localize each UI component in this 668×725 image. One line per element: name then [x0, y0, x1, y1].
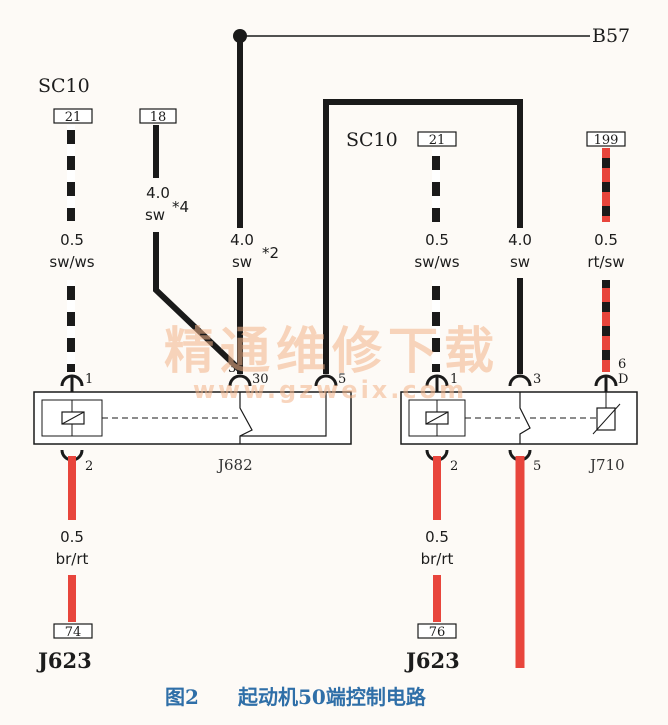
wire-3-color: sw: [232, 253, 252, 271]
wire-7-color: br/rt: [56, 550, 89, 568]
wire-2-size: 4.0: [146, 184, 170, 202]
j682-coil: [61, 411, 85, 425]
wire-8-color: br/rt: [421, 550, 454, 568]
j710-pin1: 1: [450, 372, 458, 387]
wire-2-color: sw: [145, 206, 165, 224]
connector-21-right: [417, 131, 457, 147]
j682-pin5: 5: [338, 372, 346, 387]
connector-21-left: [53, 108, 93, 124]
wire-6-lower: [602, 280, 610, 372]
connector-199-text: 199: [594, 133, 619, 148]
connector-18: [139, 108, 177, 124]
j623-left-label: J623: [36, 648, 92, 673]
j710-pin3: 3: [533, 372, 541, 387]
wire-4-lower: [432, 280, 440, 372]
connector-21-left-text: 21: [65, 110, 82, 125]
connector-21-right-text: 21: [429, 133, 446, 148]
j710-pin2: 2: [450, 459, 458, 474]
wire-4-size: 0.5: [425, 231, 449, 249]
wire-7-size: 0.5: [60, 528, 84, 546]
j710-pinD: D: [618, 372, 628, 387]
j682-switch: [239, 392, 253, 444]
wire-1-color: sw/ws: [49, 253, 94, 271]
wire-4-upper: [432, 148, 440, 222]
wire-1-upper: [67, 125, 75, 221]
sc10-left-label: SC10: [38, 75, 90, 97]
b57-label: B57: [592, 25, 630, 47]
j710-coil-slash: [425, 411, 449, 425]
j710-switch: [519, 392, 531, 444]
connector-76-text: 76: [429, 625, 446, 640]
connector-199: [586, 131, 626, 147]
wire-1-size: 0.5: [60, 231, 84, 249]
wire-3-size: 4.0: [230, 231, 254, 249]
wire-2-note: *4: [172, 198, 189, 216]
wire-4-color: sw/ws: [414, 253, 459, 271]
j710-label: J710: [588, 456, 625, 474]
wire-2-lower: [153, 232, 243, 373]
caption-fig: 图2: [165, 685, 199, 709]
wire-5-color: sw: [510, 253, 530, 271]
j682-pin3: 3: [228, 361, 236, 376]
watermark-url: www.gzweix.com: [193, 376, 467, 404]
watermark-main: 精通维修下载: [164, 322, 500, 380]
wire-6-size: 0.5: [594, 231, 618, 249]
j682-pin1: 1: [85, 372, 93, 387]
j710-pin6: 6: [618, 357, 626, 372]
caption-title: 起动机50端控制电路: [237, 685, 427, 709]
wire-6-upper: [602, 148, 610, 222]
wire-6-color: rt/sw: [587, 253, 624, 271]
connector-74: [53, 623, 93, 639]
j710-pin5: 5: [533, 459, 541, 474]
j710-thermistor-slash: [592, 403, 621, 435]
j682-pin30: 30: [252, 372, 269, 387]
connector-76: [417, 623, 457, 639]
wire-5-size: 4.0: [508, 231, 532, 249]
j682-internal-line: [240, 392, 327, 437]
j623-right-label: J623: [404, 648, 460, 673]
j710-pin3-cap: [508, 374, 532, 387]
connector-18-text: 18: [150, 110, 167, 125]
j682-pin2: 2: [85, 459, 93, 474]
sc10-right-label: SC10: [346, 129, 398, 151]
j682-pin30-cap: [228, 374, 252, 387]
wire-8-size: 0.5: [425, 528, 449, 546]
j682-coil-slash: [61, 411, 85, 425]
connector-74-text: 74: [65, 625, 82, 640]
wire-3-note: *2: [262, 244, 279, 262]
j682-label: J682: [216, 456, 253, 474]
wire-loop: [323, 99, 523, 374]
j682-pin5-cap: [314, 374, 338, 387]
wire-1-lower: [67, 280, 75, 372]
